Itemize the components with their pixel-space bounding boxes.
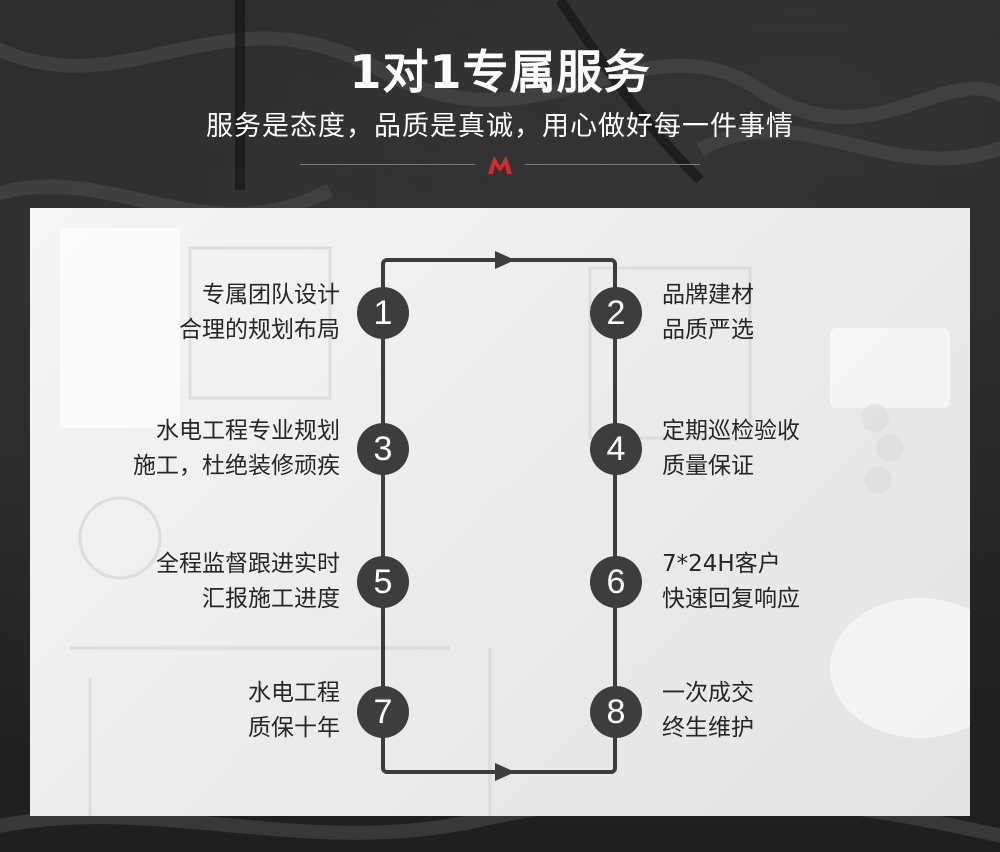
step-line: 水电工程专业规划: [156, 418, 340, 444]
step-line: 7*24H客户: [662, 551, 781, 577]
step-line: 合理的规划布局: [179, 317, 340, 343]
step-line: 品质严选: [662, 317, 754, 343]
step-number-badge: 5: [357, 556, 409, 608]
step-line: 汇报施工进度: [202, 586, 340, 612]
step-line: 终生维护: [662, 715, 754, 741]
page-subtitle: 服务是态度，品质是真诚，用心做好每一件事情: [206, 111, 794, 142]
step-number-badge: 1: [357, 287, 409, 339]
flow-loop-path: [381, 258, 617, 774]
brand-logo-icon: [488, 156, 512, 174]
step-line: 质量保证: [662, 453, 754, 479]
step-text: 全程监督跟进实时 汇报施工进度: [156, 547, 340, 617]
step-number-badge: 8: [590, 686, 642, 738]
step-line: 全程监督跟进实时: [156, 551, 340, 577]
step-line: 施工，杜绝装修顽疾: [133, 453, 340, 479]
step-line: 定期巡检验收: [662, 418, 800, 444]
service-panel: [30, 208, 970, 816]
step-line: 质保十年: [248, 715, 340, 741]
step-line: 品牌建材: [662, 282, 754, 308]
step-text: 定期巡检验收 质量保证: [662, 414, 800, 484]
step-number-badge: 4: [590, 423, 642, 475]
step-number-badge: 2: [590, 287, 642, 339]
step-number-badge: 7: [357, 686, 409, 738]
step-line: 快速回复响应: [662, 586, 800, 612]
step-text: 水电工程专业规划 施工，杜绝装修顽疾: [133, 414, 340, 484]
divider-right: [525, 164, 700, 165]
step-text: 水电工程 质保十年: [248, 676, 340, 746]
step-text: 品牌建材 品质严选: [662, 278, 754, 348]
page-title: 1对1专属服务: [349, 45, 651, 99]
panel-room-backdrop: [60, 228, 970, 816]
step-line: 专属团队设计: [202, 282, 340, 308]
step-text: 一次成交 终生维护: [662, 676, 754, 746]
arrow-right-icon: [495, 763, 515, 781]
step-number-badge: 6: [590, 556, 642, 608]
step-line: 水电工程: [248, 680, 340, 706]
arrow-right-icon: [495, 251, 515, 269]
step-text: 7*24H客户 快速回复响应: [662, 547, 800, 617]
divider-left: [300, 164, 475, 165]
step-text: 专属团队设计 合理的规划布局: [179, 278, 340, 348]
step-line: 一次成交: [662, 680, 754, 706]
step-number-badge: 3: [357, 423, 409, 475]
